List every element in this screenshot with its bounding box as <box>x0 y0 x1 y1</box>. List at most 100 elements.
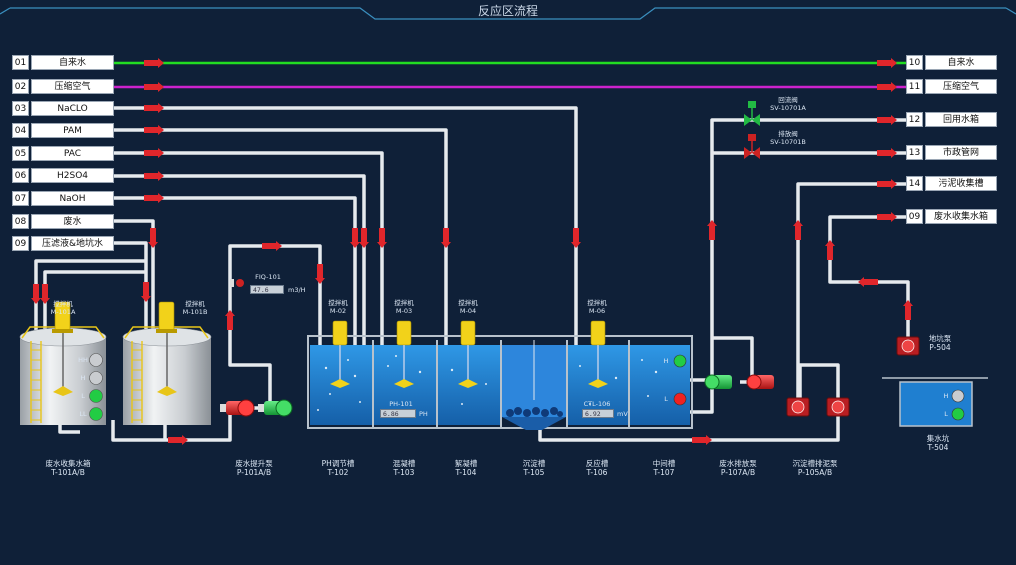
level-label: HH <box>78 356 88 364</box>
arrow-right <box>877 82 897 92</box>
flow-arrows <box>31 58 913 445</box>
arrow-down <box>315 264 325 284</box>
level-indicator-l <box>89 389 103 403</box>
input-tag-name[interactable]: NaCLO <box>31 101 114 116</box>
output-tag-number: 10 <box>906 55 923 70</box>
output-tag-number: 14 <box>906 176 923 191</box>
mixer-m06[interactable] <box>588 320 608 388</box>
level-label: LL <box>79 410 87 418</box>
output-tag-name[interactable]: 自来水 <box>925 55 997 70</box>
level-label: L <box>81 392 85 400</box>
input-tag-number: 06 <box>12 168 29 183</box>
input-tag-name[interactable]: 废水 <box>31 214 114 229</box>
tank-t105[interactable] <box>502 340 566 430</box>
pump-p504[interactable] <box>896 336 920 356</box>
arrow-up <box>903 300 913 320</box>
ctl-meter-unit: mV <box>617 410 628 418</box>
flow-meter-fiq101[interactable] <box>230 279 244 287</box>
arrow-right <box>144 193 164 203</box>
ctl-meter-value: 6.92 <box>582 409 614 418</box>
arrow-down <box>141 282 151 302</box>
mixer-m02[interactable] <box>330 320 350 388</box>
level-indicator-t107-h <box>673 354 687 368</box>
arrow-right <box>877 148 897 158</box>
ph-meter-tag: PH-101 <box>389 400 413 408</box>
pump-p105a[interactable] <box>786 397 810 417</box>
arrow-down <box>148 228 158 248</box>
pump-p101b[interactable] <box>258 399 293 417</box>
arrow-right <box>262 241 282 251</box>
page-title: 反应区流程 <box>477 4 538 18</box>
pump-p107b[interactable] <box>746 374 774 390</box>
output-tag-name[interactable]: 压缩空气 <box>925 79 997 94</box>
input-tag-number: 02 <box>12 79 29 94</box>
utility-lines <box>114 61 906 89</box>
arrow-up <box>225 310 235 330</box>
mixer-m101b[interactable] <box>156 301 177 333</box>
arrow-down <box>441 228 451 248</box>
arrow-down <box>31 284 41 304</box>
output-tag-name[interactable]: 污泥收集槽 <box>925 176 997 191</box>
sump-t504[interactable] <box>882 377 988 427</box>
arrow-right <box>144 148 164 158</box>
input-tag-name[interactable]: PAC <box>31 146 114 161</box>
output-tag-number: 13 <box>906 145 923 160</box>
tank-t101b[interactable] <box>122 326 212 425</box>
output-tag-number: 09 <box>906 209 923 224</box>
arrow-down <box>359 228 369 248</box>
output-tag-name[interactable]: 回用水箱 <box>925 112 997 127</box>
input-tag-number: 07 <box>12 191 29 206</box>
mixer-m04[interactable] <box>458 320 478 388</box>
input-tag-number: 04 <box>12 123 29 138</box>
valve-sv10701a[interactable] <box>744 101 760 126</box>
output-tag-name[interactable]: 市政管网 <box>925 145 997 160</box>
input-tag-number: 05 <box>12 146 29 161</box>
output-tag-name[interactable]: 废水收集水箱 <box>925 209 997 224</box>
arrow-right <box>144 125 164 135</box>
pump-p101a[interactable] <box>220 399 255 417</box>
pump-p105b[interactable] <box>826 397 850 417</box>
arrow-left <box>858 277 878 287</box>
arrow-right <box>877 115 897 125</box>
mixer-m03[interactable] <box>394 320 414 388</box>
valve-sv10701b[interactable] <box>744 134 760 159</box>
level-indicator-ll <box>89 407 103 421</box>
input-tag-name[interactable]: H2SO4 <box>31 168 114 183</box>
input-tag-name[interactable]: 压缩空气 <box>31 79 114 94</box>
tank-dividers <box>372 340 630 427</box>
arrow-right <box>877 212 897 222</box>
arrow-right <box>692 435 712 445</box>
input-tag-name[interactable]: 压滤液&地坑水 <box>31 236 114 251</box>
input-tag-name[interactable]: 自来水 <box>31 55 114 70</box>
arrow-right <box>168 435 188 445</box>
level-indicator-t107-l <box>673 392 687 406</box>
mixer-m101a[interactable] <box>52 301 73 333</box>
level-indicator-t504-h <box>951 389 965 403</box>
input-tag-name[interactable]: NaOH <box>31 191 114 206</box>
arrow-right <box>877 179 897 189</box>
arrow-up <box>793 220 803 240</box>
arrow-down <box>350 228 360 248</box>
input-tag-name[interactable]: PAM <box>31 123 114 138</box>
pump-p107a[interactable] <box>704 374 732 390</box>
level-label: L <box>944 410 948 418</box>
input-tag-number: 03 <box>12 101 29 116</box>
header-frame <box>0 7 1016 20</box>
arrow-right <box>144 171 164 181</box>
level-label: L <box>664 395 668 403</box>
arrow-down <box>571 228 581 248</box>
